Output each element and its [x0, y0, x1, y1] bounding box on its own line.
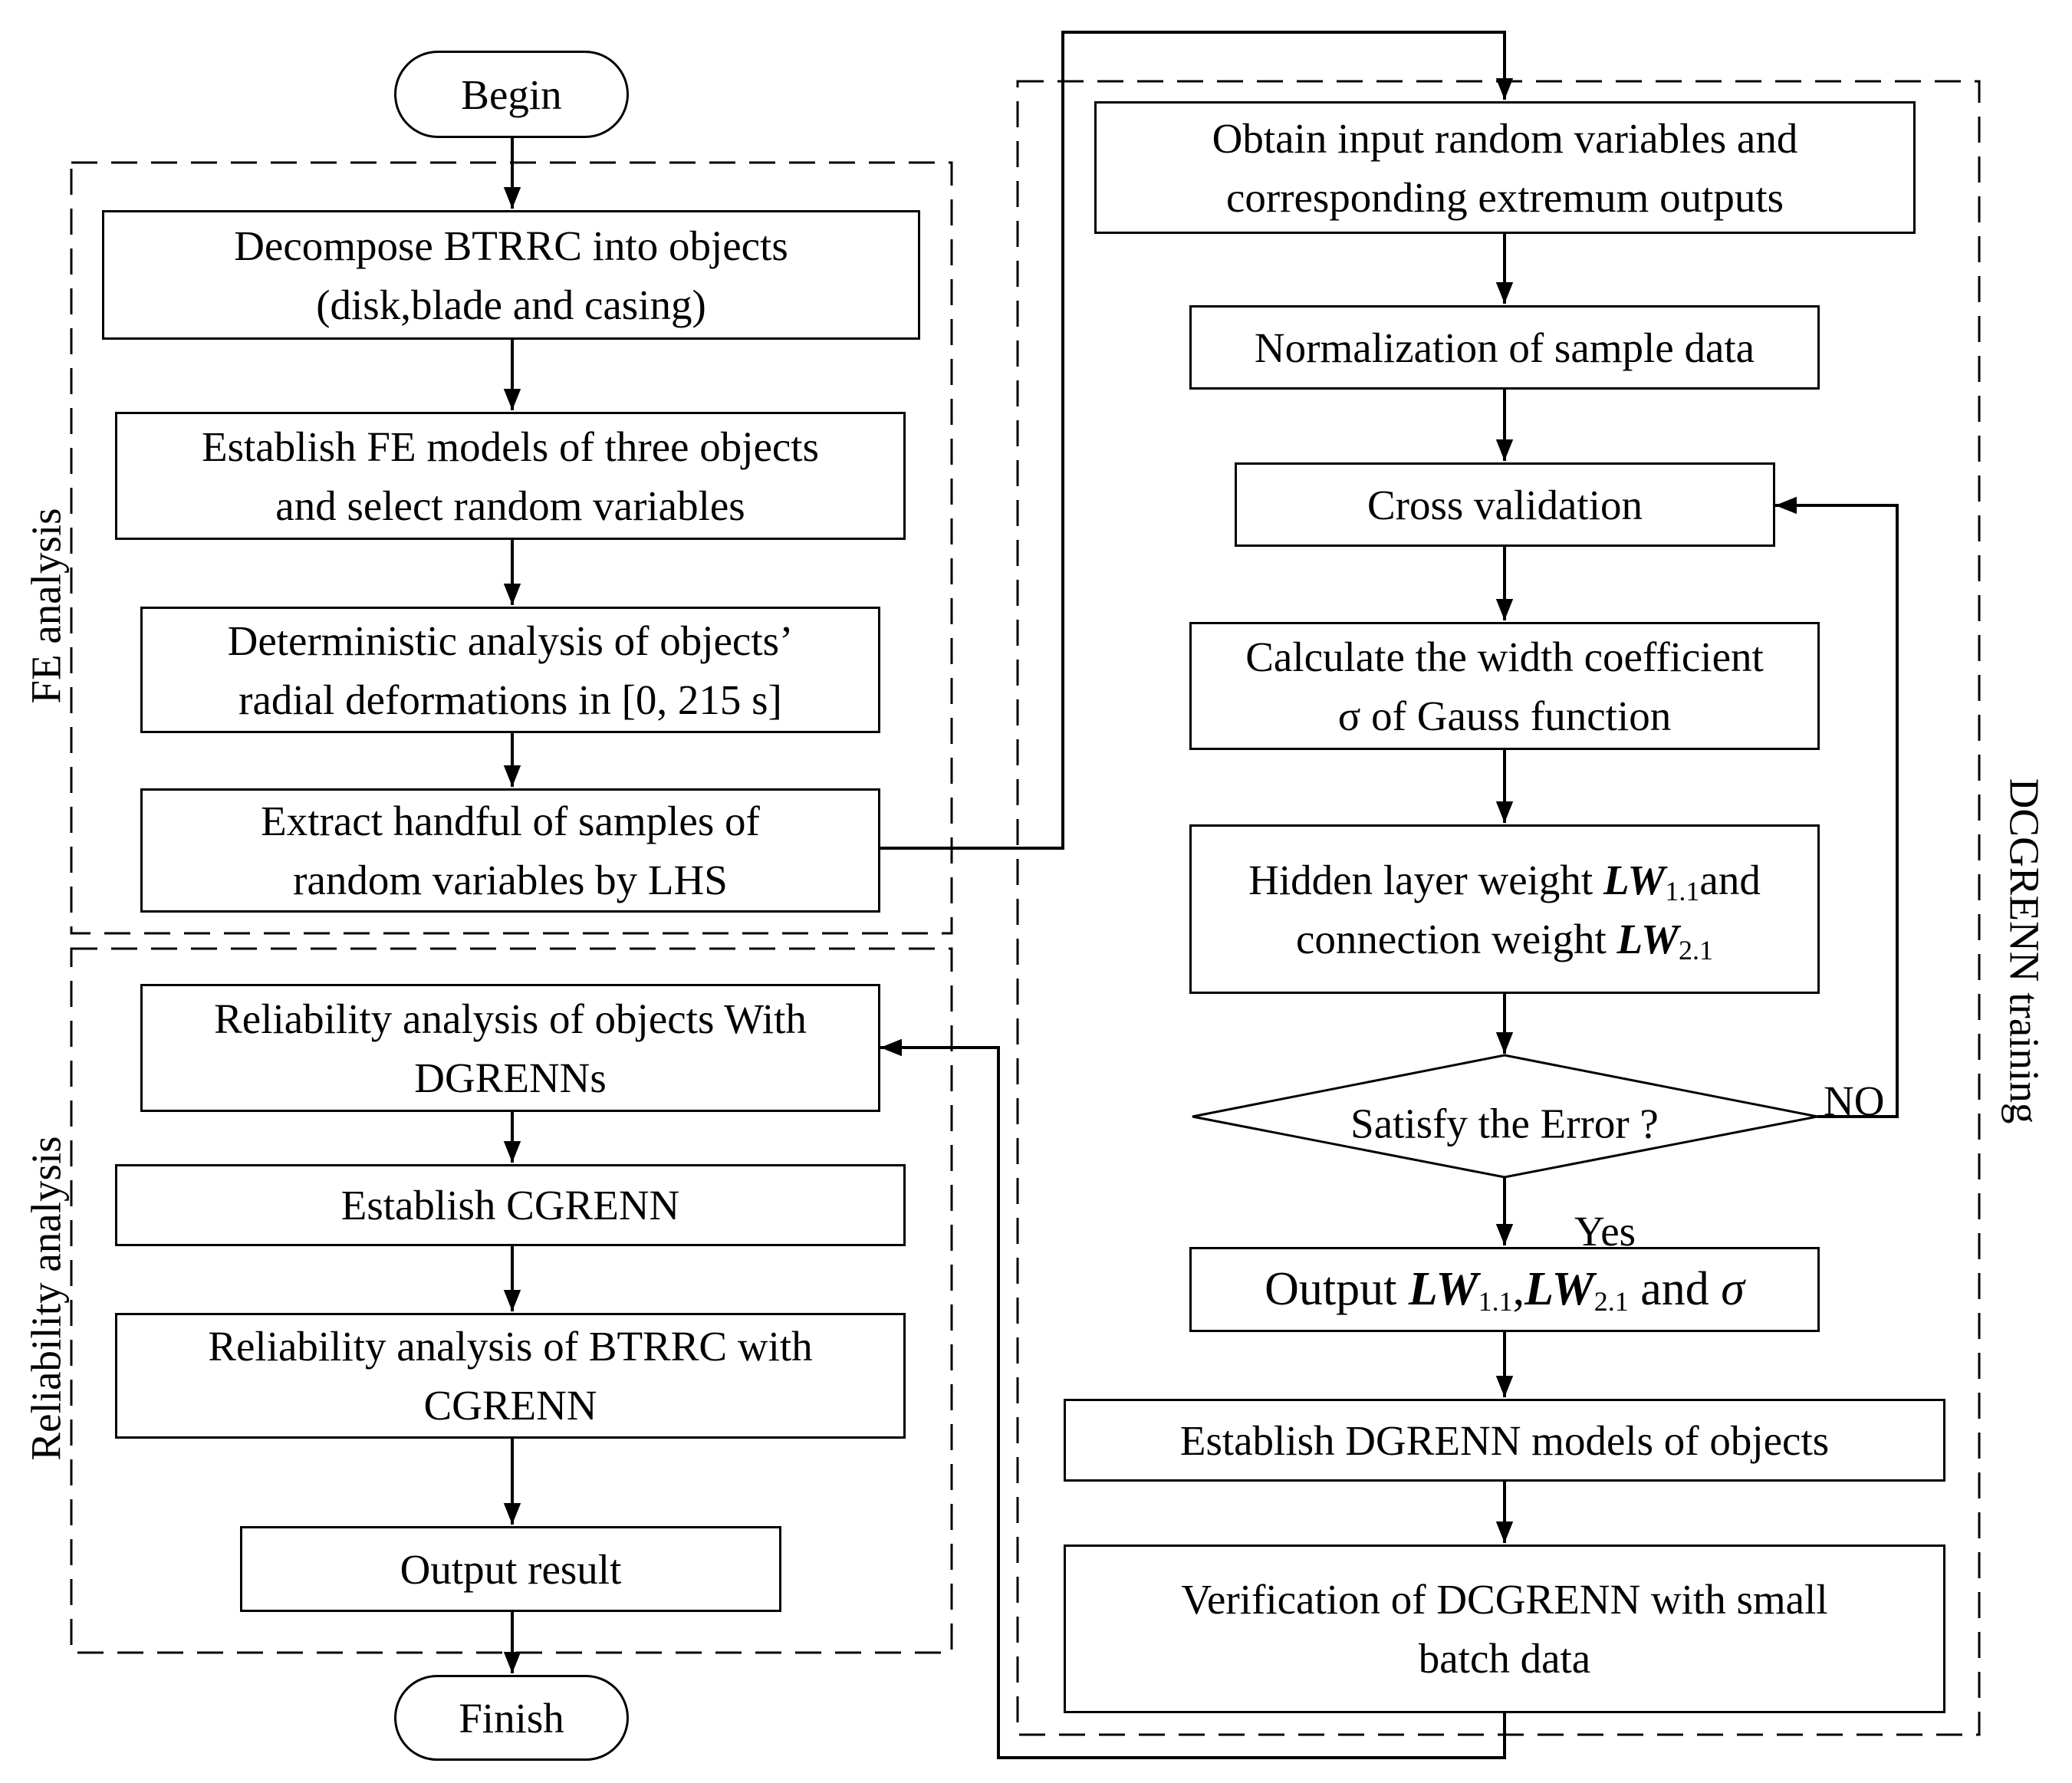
yes-label: Yes — [1574, 1208, 1636, 1255]
reliability-btrrc-line-1: Reliability analysis of BTRRC with — [208, 1323, 813, 1370]
normalization-box: Normalization of sample data — [1189, 305, 1820, 390]
obtain-line-2: corresponding extremum outputs — [1225, 173, 1784, 221]
obtain-line-1: Obtain input random variables and — [1212, 114, 1798, 162]
fe-analysis-label: FE analysis — [22, 508, 70, 704]
decompose-line-1: Decompose BTRRC into objects — [234, 222, 788, 269]
hidden-layer-box: Hidden layer weight LW1.1and connection … — [1189, 824, 1820, 994]
calculate-box: Calculate the width coefficient σ of Gau… — [1189, 622, 1820, 750]
verification-line-2: batch data — [1418, 1635, 1591, 1682]
lw-symbol: LW — [1524, 1263, 1594, 1316]
deterministic-box: Deterministic analysis of objects’ radia… — [140, 607, 880, 733]
extract-line-2: random variables by LHS — [293, 857, 728, 903]
begin-terminal: Begin — [394, 51, 629, 138]
output-result-box: Output result — [240, 1526, 781, 1612]
arrow-extract-obtain — [880, 31, 1514, 850]
output-comma: , — [1512, 1263, 1525, 1316]
dcgrenn-training-label: DCGRENN training — [2001, 778, 2048, 1124]
lw-subscript-11: 1.1 — [1665, 875, 1700, 906]
establish-cgrenn-box: Establish CGRENN — [115, 1164, 906, 1246]
reliability-objects-line-2: DGRENNs — [414, 1054, 607, 1101]
output-result-label: Output result — [400, 1545, 622, 1593]
calculate-line-1: Calculate the width coefficient — [1245, 633, 1764, 680]
decompose-box: Decompose BTRRC into objects (disk,blade… — [102, 210, 920, 340]
finish-label: Finish — [459, 1694, 564, 1742]
reliability-analysis-group — [70, 947, 953, 1654]
sigma-symbol: σ — [1721, 1263, 1745, 1316]
hidden-line-1: Hidden layer weight LW1.1and — [1248, 850, 1761, 910]
output-and: and — [1628, 1263, 1722, 1316]
establish-dgrenn-label: Establish DGRENN models of objects — [1179, 1416, 1830, 1464]
lw-symbol: LW — [1616, 915, 1679, 962]
decision-diamond — [1192, 1054, 1818, 1179]
establish-fe-line-1: Establish FE models of three objects — [202, 423, 819, 470]
reliability-analysis-label: Reliability analysis — [22, 1136, 70, 1461]
verification-line-1: Verification of DCGRENN with small — [1181, 1576, 1828, 1623]
establish-fe-line-2: and select random variables — [275, 482, 745, 529]
no-label: NO — [1824, 1077, 1885, 1124]
establish-cgrenn-label: Establish CGRENN — [340, 1182, 680, 1229]
reliability-btrrc-line-2: CGRENN — [423, 1382, 597, 1429]
arrow-no-loop — [1775, 496, 1899, 1118]
verification-box: Verification of DCGRENN with small batch… — [1064, 1544, 1945, 1713]
begin-label: Begin — [461, 71, 562, 118]
lw-subscript-11: 1.1 — [1478, 1286, 1513, 1318]
output-prefix: Output — [1265, 1263, 1409, 1316]
decision-label: Satisfy the Error ? — [1350, 1100, 1659, 1147]
output-weights-box: Output LW1.1,LW2.1 and σ — [1189, 1247, 1820, 1332]
obtain-box: Obtain input random variables and corres… — [1094, 101, 1916, 234]
extract-box: Extract handful of samples of random var… — [140, 788, 880, 913]
extract-line-1: Extract handful of samples of — [261, 798, 760, 844]
cross-validation-box: Cross validation — [1235, 462, 1775, 547]
lw-subscript-21: 2.1 — [1678, 934, 1713, 966]
hidden-line-1-suffix: and — [1699, 856, 1761, 903]
arrow-verification-to-reliability — [880, 1038, 1506, 1759]
deterministic-line-2: radial deformations in [0, 215 s] — [238, 676, 782, 723]
calculate-line-2: σ of Gauss function — [1337, 692, 1672, 739]
lw-symbol: LW — [1408, 1263, 1478, 1316]
finish-terminal: Finish — [394, 1675, 629, 1761]
hidden-line-1-prefix: Hidden layer weight — [1248, 856, 1603, 903]
hidden-line-2-prefix: connection weight — [1296, 915, 1617, 962]
cross-validation-label: Cross validation — [1367, 481, 1643, 528]
deterministic-line-1: Deterministic analysis of objects’ — [227, 617, 794, 664]
normalization-label: Normalization of sample data — [1254, 324, 1755, 371]
output-weights-line: Output LW1.1,LW2.1 and σ — [1265, 1256, 1745, 1323]
hidden-line-2: connection weight LW2.1 — [1296, 910, 1713, 969]
lw-symbol: LW — [1603, 856, 1666, 903]
reliability-objects-line-1: Reliability analysis of objects With — [214, 995, 807, 1042]
reliability-objects-box: Reliability analysis of objects With DGR… — [140, 984, 880, 1112]
lw-subscript-21: 2.1 — [1593, 1286, 1629, 1318]
establish-fe-box: Establish FE models of three objects and… — [115, 412, 906, 540]
establish-dgrenn-box: Establish DGRENN models of objects — [1064, 1399, 1945, 1482]
decompose-line-2: (disk,blade and casing) — [316, 281, 706, 328]
reliability-btrrc-box: Reliability analysis of BTRRC with CGREN… — [115, 1313, 906, 1439]
